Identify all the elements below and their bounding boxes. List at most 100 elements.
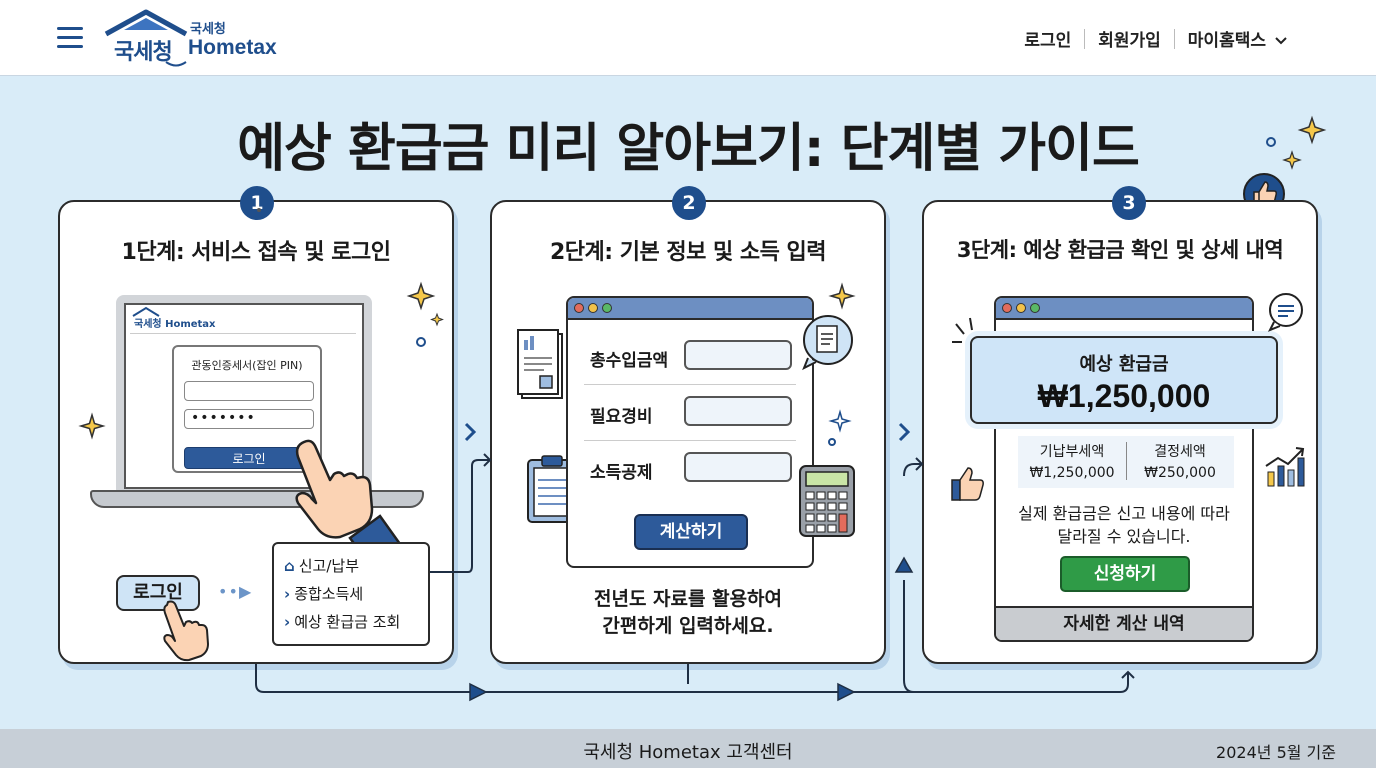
login-button[interactable]: 로그인 [184, 447, 314, 469]
chevron-down-icon [1275, 37, 1287, 45]
service-menu: ⌂신고/납부 ›종합소득세 ›예상 환급금 조회 [272, 542, 430, 646]
nav-myhometax-label: 마이홈택스 [1187, 31, 1266, 51]
logo-smile-icon [165, 61, 187, 67]
deduction-row: 소득공제 [590, 452, 800, 486]
refund-amount-card: 예상 환급금 ₩1,250,000 [970, 336, 1278, 424]
input-form-window: 총수입금액 필요경비 소득공제 계산하기 [566, 296, 814, 568]
prepaid-tax-value: ₩1,250,000 [1029, 465, 1115, 481]
chevron-right-icon: › [284, 613, 291, 631]
prepaid-tax-label: 기납부세액 [1039, 444, 1105, 460]
menu-item-refund-check[interactable]: ›예상 환급금 조회 [284, 608, 418, 636]
refund-disclaimer: 실제 환급금은 신고 내용에 따라 달라질 수 있습니다. [996, 502, 1252, 548]
determined-tax-col: 결정세액 ₩250,000 [1126, 442, 1234, 484]
window-titlebar [996, 298, 1252, 320]
menu-home[interactable]: ⌂신고/납부 [284, 552, 418, 580]
expenses-row: 필요경비 [590, 396, 800, 430]
laptop-screen: 국세청 Hometax 관동인증세서(잡인 PIN) ••••••• 로그인 [116, 295, 372, 497]
maximize-dot [602, 303, 612, 313]
detail-calculation-button[interactable]: 자세한 계산 내역 [996, 606, 1252, 640]
divider [1126, 442, 1127, 480]
footer-date: 2024년 5월 기준 [1216, 743, 1336, 762]
nav-signup[interactable]: 회원가입 [1098, 31, 1161, 51]
step2-note: 전년도 자료를 활용하여 간편하게 입력하세요. [492, 586, 884, 640]
footer-customer-center[interactable]: 국세청 Hometax 고객센터 [583, 742, 793, 763]
close-dot [574, 303, 584, 313]
refund-label: 예상 환급금 [1079, 354, 1169, 375]
refund-disclaimer-line2: 달라질 수 있습니다. [1057, 527, 1191, 546]
login-pill-button[interactable]: 로그인 [116, 575, 200, 611]
cert-label: 관동인증세서(잡인 PIN) [191, 359, 303, 372]
menu-item-income-tax[interactable]: ›종합소득세 [284, 580, 418, 608]
arrow-right-icon: • • ▶ [218, 582, 251, 601]
nav-login[interactable]: 로그인 [1024, 31, 1072, 51]
password-field[interactable]: ••••••• [184, 409, 314, 429]
deduction-label: 소득공제 [590, 463, 653, 483]
document-icon [517, 329, 563, 399]
step3-number: 3 [1112, 186, 1146, 220]
calculate-button[interactable]: 계산하기 [634, 514, 748, 550]
emphasis-lines-icon [952, 317, 973, 343]
determined-tax-label: 결정세액 [1154, 444, 1206, 460]
deduction-input[interactable] [684, 452, 792, 482]
nav-divider [1173, 28, 1175, 49]
chevron-right-icon: › [284, 585, 291, 603]
sparkle-icon [828, 409, 852, 446]
logo-roof-icon [104, 9, 188, 37]
step2-number: 2 [672, 186, 706, 220]
divider [130, 333, 356, 334]
top-nav: 로그인 회원가입 마이홈택스 [1024, 26, 1288, 51]
maximize-dot [1030, 303, 1040, 313]
menu-item-label: 종합소득세 [294, 585, 364, 603]
id-field[interactable] [184, 381, 314, 401]
sparkle-icon [828, 282, 856, 310]
minimize-dot [588, 303, 598, 313]
sparkle-icon [1266, 115, 1327, 170]
close-dot [1002, 303, 1012, 313]
window-titlebar [568, 298, 812, 320]
camera-dot [257, 208, 261, 212]
apply-button[interactable]: 신청하기 [1060, 556, 1190, 592]
tax-summary-table: 기납부세액 ₩1,250,000 결정세액 ₩250,000 [1018, 436, 1234, 488]
step1-card: 1 1단계: 서비스 접속 및 로그인 국세청 Hometax 관동인증세서(잡… [58, 186, 454, 664]
minimize-dot [1016, 303, 1026, 313]
prepaid-tax-col: 기납부세액 ₩1,250,000 [1018, 442, 1126, 484]
hometax-logo[interactable]: 국세청 국세청 Hometax [104, 8, 304, 68]
step2-title: 2단계: 기본 정보 및 소득 입력 [549, 240, 827, 265]
logo-kr-text: 국세청 [114, 40, 173, 65]
step3-title: 3단계: 예상 환급금 확인 및 상세 내역 [956, 238, 1284, 262]
step2-note-line2: 간편하게 입력하세요. [602, 615, 774, 637]
logo-small-text: 국세청 [190, 22, 226, 37]
step1-title: 1단계: 서비스 접속 및 로그인 [121, 240, 391, 265]
divider [584, 440, 796, 441]
step2-card: 2 2단계: 기본 정보 및 소득 입력 총수입금액 필요경비 [490, 186, 886, 664]
menu-home-label: 신고/납부 [298, 557, 360, 575]
expenses-input[interactable] [684, 396, 792, 426]
expenses-label: 필요경비 [590, 407, 653, 427]
sparkle-icon [406, 281, 444, 347]
page-title: 예상 환급금 미리 알아보기: 단계별 가이드 [237, 119, 1140, 179]
sparkle-icon [78, 412, 106, 440]
step2-note-line1: 전년도 자료를 활용하여 [593, 588, 783, 610]
refund-amount: ₩1,250,000 [1037, 378, 1211, 414]
step3-card: 3 3단계: 예상 환급금 확인 및 상세 내역 기납부세액 ₩1,250,00… [922, 186, 1318, 664]
logo-roof-icon [132, 306, 160, 317]
total-income-label: 총수입금액 [590, 351, 669, 371]
refund-disclaimer-line1: 실제 환급금은 신고 내용에 따라 [1018, 504, 1230, 523]
total-income-input[interactable] [684, 340, 792, 370]
hamburger-menu-icon[interactable] [57, 27, 83, 49]
top-header: 국세청 국세청 Hometax 로그인 회원가입 마이홈택스 [0, 0, 1376, 76]
total-income-row: 총수입금액 [590, 340, 800, 374]
growth-chart-icon [1265, 447, 1305, 487]
menu-item-label: 예상 환급금 조회 [294, 613, 401, 631]
nav-myhometax[interactable]: 마이홈택스 [1188, 26, 1288, 51]
nav-divider [1084, 28, 1086, 49]
document-bubble-icon [802, 315, 853, 371]
divider [584, 384, 796, 385]
pointing-hand-icon [163, 600, 209, 662]
mini-logo: 국세청 Hometax [134, 319, 216, 330]
step1-number: 1 [240, 186, 274, 220]
home-icon: ⌂ [284, 557, 295, 575]
calculator-icon [799, 465, 855, 537]
footer: 국세청 Hometax 고객센터 2024년 5월 기준 [0, 729, 1376, 768]
